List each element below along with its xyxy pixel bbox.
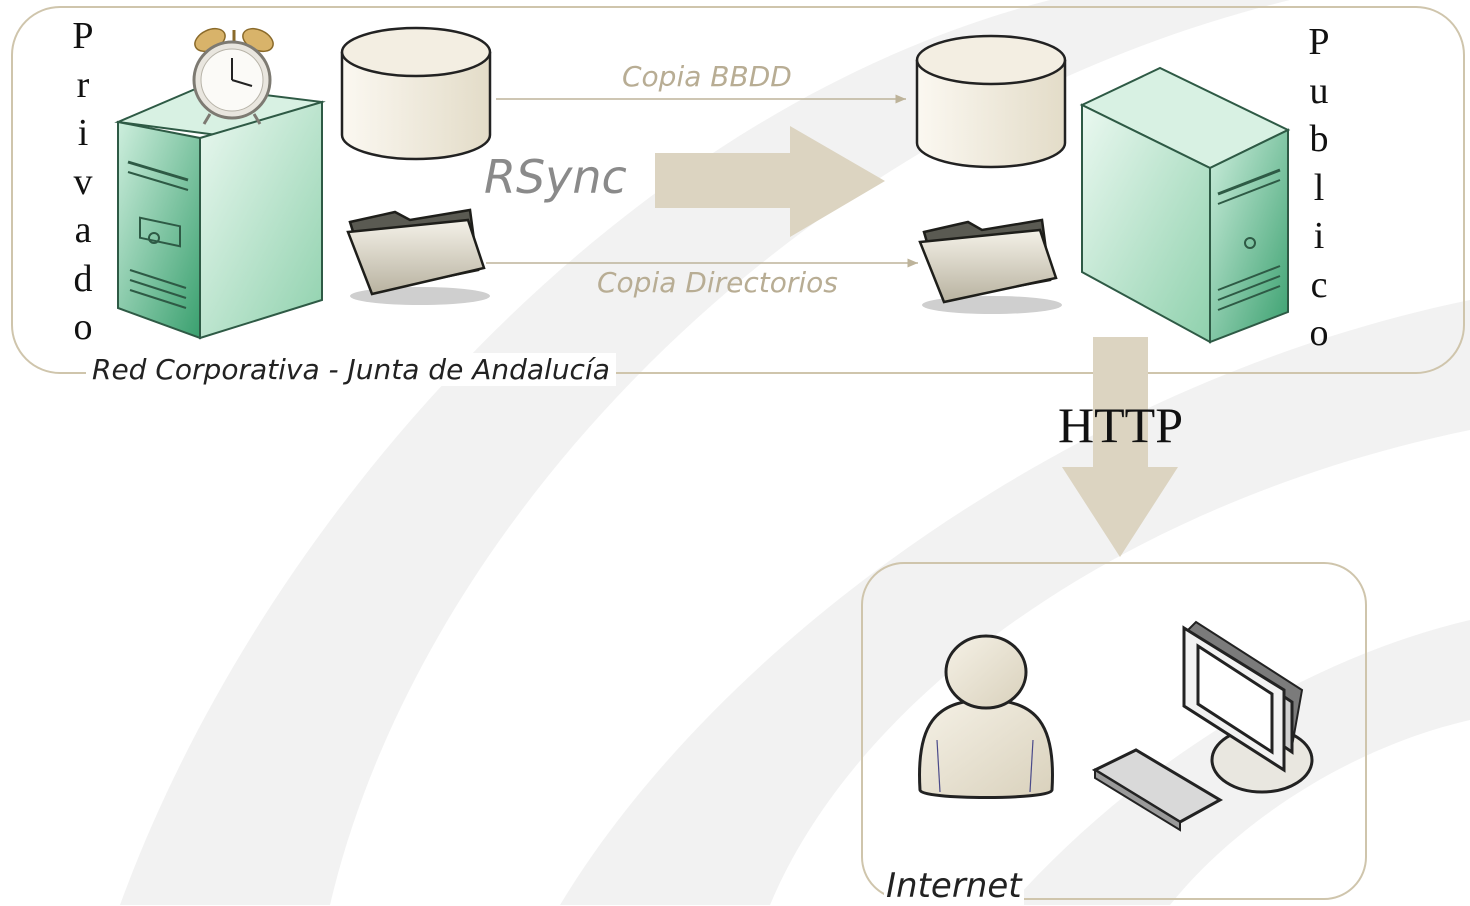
- private-database-icon: [340, 26, 492, 161]
- internet-label: Internet: [884, 866, 1024, 906]
- private-server-icon: [114, 85, 326, 340]
- alarm-clock-icon: [192, 27, 274, 125]
- public-server-icon: [1079, 66, 1291, 344]
- private-folder-icon: [346, 208, 490, 305]
- corporate-network-frame: [11, 6, 1465, 374]
- dir-copy-label: Copia Directorios: [597, 266, 838, 299]
- http-label: HTTP: [1058, 397, 1183, 453]
- user-icon: [917, 634, 1055, 799]
- public-folder-icon: [918, 218, 1062, 314]
- corporate-network-label: Red Corporativa - Junta de Andalucía: [86, 353, 616, 386]
- public-vertical-label: P u b l i c o: [1308, 21, 1330, 354]
- public-database-icon: [915, 34, 1067, 169]
- http-arrow: [1062, 337, 1178, 557]
- private-vertical-label: P r i v a d o: [72, 15, 94, 348]
- keyboard-icon: [1091, 748, 1224, 832]
- internet-frame: [861, 562, 1367, 900]
- db-copy-label: Copia BBDD: [622, 60, 792, 93]
- rsync-arrow: [655, 126, 885, 237]
- monitor-icon: [1182, 620, 1314, 794]
- rsync-label: RSync: [484, 150, 627, 204]
